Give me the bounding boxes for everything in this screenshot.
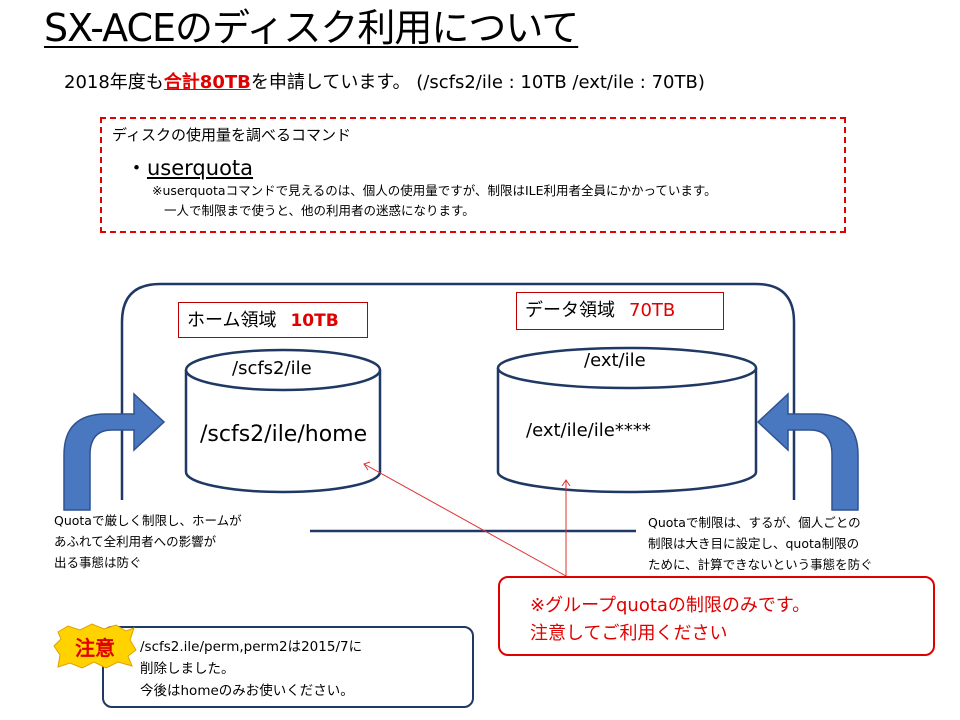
notice-box [102,626,474,708]
left-curved-arrow-icon [63,392,166,511]
home-inner-path: /scfs2/ile/home [200,422,368,447]
data-top-path: /ext/ile [584,350,646,371]
command-name: ・userquota [126,152,253,182]
right-curved-arrow-icon [756,392,859,511]
left-note-line: 出る事態は防ぐ [54,555,142,570]
warning-box: ※グループquotaの制限のみです。 注意してご利用ください [498,576,935,656]
caution-badge-icon: 注意 [53,623,137,669]
warning-pointer-arrows [363,461,571,577]
notice-text: /scfs2.ile/perm,perm2は2015/7に 削除しました。 今後… [140,636,362,702]
summary-total: 合計80TB [163,72,251,93]
warning-line1: ※グループquotaの制限のみです。 [530,595,811,616]
data-area-label: データ領域 [525,300,615,321]
left-note-line: Quotaで厳しく制限し、ホームが [54,513,242,528]
summary-post: を申請しています。 (/scfs2/ile : 10TB /ext/ile : … [250,72,705,93]
command-text: userquota [147,156,254,180]
home-area-label-box: ホーム領域 10TB [178,302,368,338]
home-area-label: ホーム領域 [187,310,277,331]
data-inner-path: /ext/ile/ile**** [526,420,651,441]
command-heading: ディスクの使用量を調べるコマンド [112,126,351,144]
command-note-line2: 一人で制限まで使うと、他の利用者の迷惑になります。 [164,203,475,218]
command-bullet: ・ [126,156,147,180]
data-area-label-box: データ領域 70TB [516,292,724,330]
right-note: Quotaで制限は、するが、個人ごとの 制限は大き目に設定し、quota制限の … [648,512,918,575]
summary-pre: 2018年度も [64,72,164,93]
home-top-path: /scfs2/ile [232,358,312,379]
data-area-size: 70TB [629,300,676,321]
warning-line2: 注意してご利用ください [530,623,728,644]
page-title: SX-ACEのディスク利用について [44,6,579,50]
data-cylinder [496,346,758,494]
right-note-line: ために、計算できないという事態を防ぐ [648,557,873,572]
notice-line1: /scfs2.ile/perm,perm2は2015/7に [140,639,363,655]
command-info-box [100,117,846,233]
home-area-size: 10TB [290,311,339,331]
notice-line2: 削除しました。 [140,661,235,677]
left-note: Quotaで厳しく制限し、ホームが あふれて全利用者への影響が 出る事態は防ぐ [54,510,284,573]
notice-line3: 今後はhomeのみお使いください。 [140,683,354,699]
home-cylinder [184,348,382,494]
left-note-line: あふれて全利用者への影響が [54,534,217,549]
right-note-line: Quotaで制限は、するが、個人ごとの [648,515,861,530]
summary-line: 2018年度も合計80TBを申請しています。 (/scfs2/ile : 10T… [64,70,705,96]
command-note-line1: ※userquotaコマンドで見えるのは、個人の使用量ですが、制限はILE利用者… [152,183,717,198]
storage-frame [120,282,796,500]
right-note-line: 制限は大き目に設定し、quota制限の [648,536,860,551]
caution-badge-text: 注意 [75,636,115,660]
